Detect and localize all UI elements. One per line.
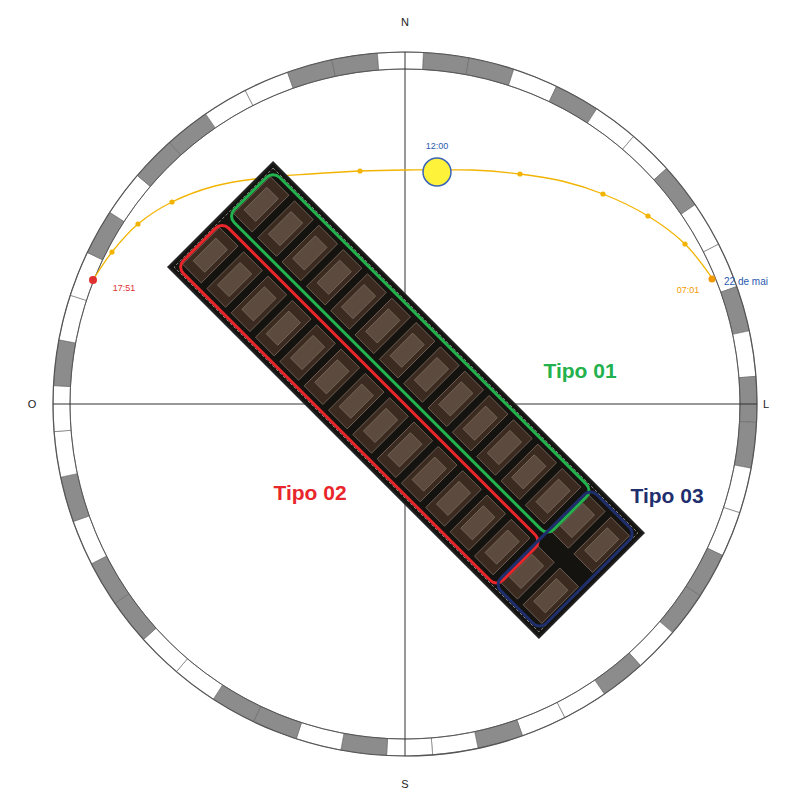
ring-segment	[245, 72, 293, 105]
panel-cell	[268, 211, 302, 245]
ring-segment	[629, 622, 673, 666]
ring-segment	[110, 175, 150, 221]
ring-segment	[253, 706, 301, 738]
panel-cell	[414, 357, 448, 391]
panel-cell	[536, 479, 570, 513]
panel-cell	[560, 503, 594, 537]
panel-cell	[244, 187, 278, 221]
compass-label: O	[28, 399, 37, 410]
ring-segment	[595, 653, 641, 694]
array-border	[174, 168, 638, 632]
sunset-dot	[89, 276, 97, 284]
panel-cell	[266, 311, 300, 345]
ring-segment	[61, 474, 90, 522]
ring-segment	[739, 376, 757, 422]
ring-segment	[721, 287, 750, 335]
compass-label: N	[401, 17, 409, 28]
ring-segment	[517, 702, 565, 735]
ring-segment	[169, 114, 215, 155]
group-label: Tipo 01	[543, 360, 616, 381]
panel-cell	[388, 433, 422, 467]
ring-segment	[509, 69, 557, 101]
ring-segment	[387, 738, 433, 756]
sunrise-dot	[709, 276, 716, 283]
panel-cell	[217, 262, 251, 296]
ring-segment	[623, 136, 667, 180]
panel-cell	[242, 287, 276, 321]
hour-dot	[169, 199, 174, 204]
ring-segment	[115, 594, 156, 640]
group-outline-red	[177, 222, 542, 587]
solar-panel	[523, 568, 578, 623]
panel-cell	[315, 360, 349, 394]
ring-segment	[143, 628, 187, 672]
panel-cell	[193, 238, 227, 272]
hour-dot	[600, 191, 605, 196]
ring-segment	[53, 386, 71, 432]
panel-cell	[509, 554, 543, 588]
panel-cell	[366, 309, 400, 343]
panel-cell	[487, 430, 521, 464]
hour-dot	[645, 213, 650, 218]
panel-cell	[463, 406, 497, 440]
time-label: 12:00	[426, 142, 449, 151]
panel-cell	[390, 333, 424, 367]
solar-panel	[574, 517, 629, 572]
group-outline-blue	[494, 488, 635, 629]
group-outline-green	[228, 171, 593, 536]
panel-cell	[293, 236, 327, 270]
array-frame	[168, 162, 643, 637]
ring-segment	[176, 659, 222, 699]
ring-segment	[475, 720, 523, 749]
solar-panels	[183, 177, 630, 624]
hour-dot	[135, 221, 140, 226]
panel-cell	[461, 506, 495, 540]
compass-label: L	[763, 399, 769, 410]
hour-dot	[109, 249, 114, 254]
panel-body	[523, 568, 578, 623]
panel-cell	[339, 384, 373, 418]
ring-segment	[660, 586, 700, 632]
time-label: 17:51	[113, 284, 136, 293]
hour-dot	[517, 171, 522, 176]
hour-dot	[682, 241, 687, 246]
panel-cell	[512, 455, 546, 489]
ring-segment	[377, 52, 423, 70]
panel-array	[168, 162, 643, 637]
ring-segment	[654, 168, 695, 214]
outer-circle	[53, 52, 757, 756]
group-label: Tipo 02	[273, 482, 346, 503]
ring-segment	[288, 60, 336, 89]
date-label: 22 de mai	[724, 277, 768, 287]
ring-segment	[707, 508, 739, 556]
panel-cell	[412, 457, 446, 491]
compass-ring	[53, 52, 757, 756]
ring-segment	[137, 142, 181, 186]
hour-dot	[357, 168, 362, 173]
panel-cell	[290, 335, 324, 369]
compass-label: S	[401, 779, 408, 790]
sun-symbol	[423, 158, 451, 186]
panel-body	[574, 517, 629, 572]
panel-cell	[363, 408, 397, 442]
panel-cell	[317, 260, 351, 294]
panel-cell	[436, 481, 470, 515]
ring-segment	[73, 516, 106, 564]
panel-cell	[439, 382, 473, 416]
panel-cell	[341, 284, 375, 318]
time-label: 07:01	[677, 286, 700, 295]
panel-cell	[485, 530, 519, 564]
group-label: Tipo 03	[630, 485, 703, 506]
ring-segment	[70, 252, 102, 300]
ring-segment	[587, 109, 633, 149]
